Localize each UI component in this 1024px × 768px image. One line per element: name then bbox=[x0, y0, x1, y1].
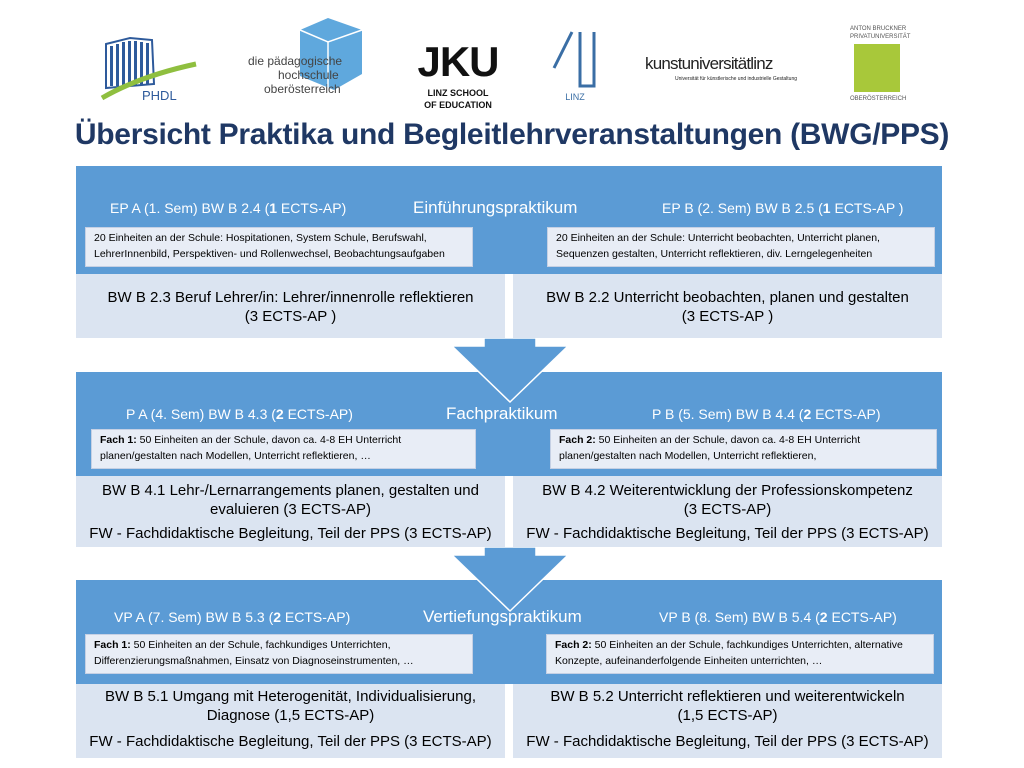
bw-b-4-2-text: BW B 4.2 Weiterentwicklung der Professio… bbox=[542, 482, 913, 518]
bw-b-5-2-text: BW B 5.2 Unterricht reflektieren und wei… bbox=[550, 688, 905, 724]
pa-label: P A (4. Sem) BW B 4.3 (2 ECTS-AP) bbox=[126, 406, 353, 422]
ph-ooe-line3: oberösterreich bbox=[264, 82, 341, 96]
section-lower-area bbox=[76, 476, 942, 547]
section-einfuehrungspraktikum: EP A (1. Sem) BW B 2.4 (1 ECTS-AP) Einfü… bbox=[76, 166, 942, 338]
jku-logo: JKU LINZ SCHOOL OF EDUCATION bbox=[410, 38, 506, 116]
pb-description: Fach 2: 50 Einheiten an der Schule, davo… bbox=[550, 429, 937, 469]
jku-logo-text: JKU bbox=[417, 38, 499, 85]
ph-ooe-line2: hochschule bbox=[278, 68, 339, 82]
ep-a-label: EP A (1. Sem) BW B 2.4 (1 ECTS-AP) bbox=[110, 200, 347, 216]
jku-sub2: OF EDUCATION bbox=[424, 100, 492, 110]
bruckner-top2: PRIVATUNIVERSITÄT bbox=[850, 34, 911, 40]
bruckner-bottom: OBERÖSTERREICH bbox=[850, 96, 907, 102]
kunstuni-logo-text: kunstuniversitätlinz bbox=[645, 54, 773, 73]
section-title: Vertiefungspraktikum bbox=[423, 607, 582, 626]
logo-row: PHDL die pädagogische hochschule oberöst… bbox=[0, 0, 1024, 118]
section-title: Fachpraktikum bbox=[446, 404, 558, 423]
ph-ooe-line1: die pädagogische bbox=[248, 54, 343, 68]
jku-sub1: LINZ SCHOOL bbox=[427, 88, 489, 98]
ep-a-description: 20 Einheiten an der Schule: Hospitatione… bbox=[85, 227, 473, 267]
ep-b-label: EP B (2. Sem) BW B 2.5 (1 ECTS-AP ) bbox=[662, 200, 904, 216]
fw-right-text: FW - Fachdidaktische Begleitung, Teil de… bbox=[526, 733, 929, 750]
fw-right-text: FW - Fachdidaktische Begleitung, Teil de… bbox=[526, 525, 929, 542]
section-lower-area bbox=[76, 274, 942, 338]
down-arrow-2 bbox=[450, 547, 570, 613]
bw-b-2-3-text: BW B 2.3 Beruf Lehrer/in: Lehrer/innenro… bbox=[107, 289, 474, 325]
bruckner-logo: ANTON BRUCKNER PRIVATUNIVERSITÄT OBERÖST… bbox=[850, 26, 910, 106]
linz-logo: LINZ bbox=[550, 28, 600, 108]
vpb-description: Fach 2: 50 Einheiten an der Schule, fach… bbox=[546, 634, 934, 674]
bw-b-5-1-text: BW B 5.1 Umgang mit Heterogenität, Indiv… bbox=[104, 688, 476, 724]
pa-description: Fach 1: 50 Einheiten an der Schule, davo… bbox=[91, 429, 476, 469]
vpb-label: VP B (8. Sem) BW B 5.4 (2 ECTS-AP) bbox=[659, 609, 897, 625]
fw-left-text: FW - Fachdidaktische Begleitung, Teil de… bbox=[89, 733, 492, 750]
kunstuni-logo: kunstuniversitätlinz Universität für kün… bbox=[645, 54, 805, 88]
vpa-label: VP A (7. Sem) BW B 5.3 (2 ECTS-AP) bbox=[114, 609, 351, 625]
pb-label: P B (5. Sem) BW B 4.4 (2 ECTS-AP) bbox=[652, 406, 881, 422]
section-fachpraktikum: P A (4. Sem) BW B 4.3 (2 ECTS-AP) Fachpr… bbox=[76, 372, 942, 547]
phdl-logo-text: PHDL bbox=[142, 88, 177, 103]
page-title: Übersicht Praktika und Begleitlehrverans… bbox=[74, 118, 950, 151]
linz-logo-text: LINZ bbox=[565, 92, 585, 102]
bw-b-2-2-text: BW B 2.2 Unterricht beobachten, planen u… bbox=[546, 289, 909, 325]
kunstuni-sub: Universität für künstlerische und indust… bbox=[675, 76, 798, 82]
vpa-description: Fach 1: 50 Einheiten an der Schule, fach… bbox=[85, 634, 473, 674]
fw-left-text: FW - Fachdidaktische Begleitung, Teil de… bbox=[89, 525, 492, 542]
bruckner-mark bbox=[854, 44, 900, 92]
section-lower-area bbox=[76, 684, 942, 758]
ep-b-description: 20 Einheiten an der Schule: Unterricht b… bbox=[547, 227, 935, 267]
bruckner-top1: ANTON BRUCKNER bbox=[850, 26, 907, 32]
phdl-logo: PHDL bbox=[100, 36, 200, 106]
down-arrow-1 bbox=[450, 338, 570, 404]
ph-ooe-logo: die pädagogische hochschule oberösterrei… bbox=[244, 16, 369, 100]
section-title: Einführungspraktikum bbox=[413, 198, 578, 217]
bw-b-4-1-text: BW B 4.1 Lehr-/Lernarrangements planen, … bbox=[102, 482, 479, 518]
